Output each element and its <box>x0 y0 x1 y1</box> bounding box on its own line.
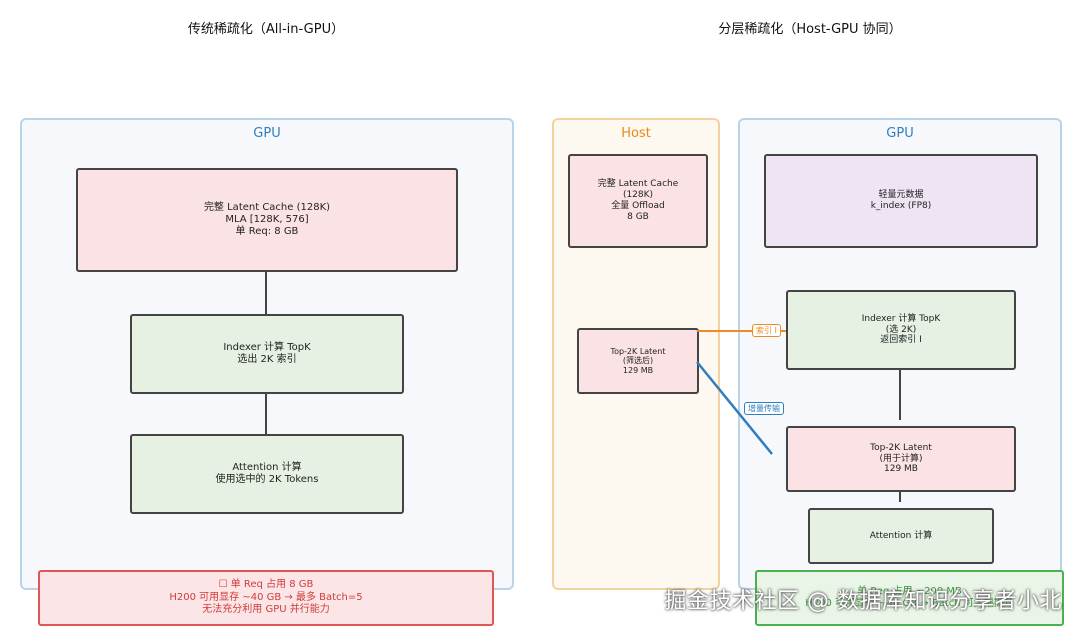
right-title: 分层稀疏化（Host-GPU 协同） <box>718 22 902 37</box>
index-tag: 索引 I <box>752 324 781 337</box>
gpu-meta-line1: 轻量元数据 <box>878 190 924 201</box>
left-note-line1: ☐ 单 Req 占用 8 GB <box>218 579 314 591</box>
left-title: 传统稀疏化（All-in-GPU） <box>187 22 345 37</box>
left-note-line3: 无法充分利用 GPU 并行能力 <box>202 604 330 616</box>
gpu-topk-line3: 129 MB <box>884 464 918 475</box>
host-cache-line2: (128K) <box>622 190 654 201</box>
host-topk-line3: 129 MB <box>622 365 654 375</box>
left-attention-line2: 使用选中的 2K Tokens <box>215 474 319 485</box>
host-cache-line4: 8 GB <box>627 211 649 222</box>
left-attention-box: Attention 计算 使用选中的 2K Tokens <box>130 434 404 514</box>
watermark: 掘金技术社区 @ 数据库知识分享者小北 <box>664 589 1062 614</box>
host-cache-line1: 完整 Latent Cache <box>597 179 679 190</box>
left-note-box: ☐ 单 Req 占用 8 GB H200 可用显存 ~40 GB → 最多 Ba… <box>38 570 494 626</box>
gpu-indexer-line3: 返回索引 I <box>880 335 922 346</box>
gpu-attention-line1: Attention 计算 <box>869 530 933 541</box>
left-connector-1 <box>265 270 267 314</box>
gpu-topk-line1: Top-2K Latent <box>870 442 932 453</box>
host-topk-line1: Top-2K Latent <box>610 346 666 356</box>
gpu-meta-line2: k_index (FP8) <box>870 201 932 211</box>
host-label: Host <box>621 126 651 141</box>
left-connector-2 <box>265 392 267 434</box>
gpu-indexer-box: Indexer 计算 TopK (选 2K) 返回索引 I <box>786 290 1016 370</box>
host-topk-box: Top-2K Latent (筛选后) 129 MB <box>577 328 699 394</box>
left-cache-box: 完整 Latent Cache (128K) MLA [128K, 576] 单… <box>76 168 458 272</box>
gpu-topk-box: Top-2K Latent (用于计算) 129 MB <box>786 426 1016 492</box>
transfer-tag: 增量传输 <box>744 402 784 415</box>
right-gpu-label: GPU <box>886 126 914 141</box>
host-topk-line2: (筛选后) <box>622 356 654 366</box>
right-note-box: 单 Req 占用 ~200 MB H200 可用显存 ~40 GB → Batc… <box>755 570 1064 626</box>
left-indexer-box: Indexer 计算 TopK 选出 2K 索引 <box>130 314 404 394</box>
left-cache-line2: MLA [128K, 576] <box>225 214 309 225</box>
left-cache-line3: 单 Req: 8 GB <box>235 226 299 237</box>
left-indexer-line2: 选出 2K 索引 <box>237 354 297 365</box>
gpu-connector-1 <box>899 368 901 420</box>
left-indexer-line1: Indexer 计算 TopK <box>223 342 311 353</box>
gpu-topk-line2: (用于计算) <box>879 453 923 464</box>
right-note-line2: H200 可用显存 ~40 GB → Batch 可大幅提升 <box>805 598 1014 609</box>
gpu-meta-box: 轻量元数据 k_index (FP8) <box>764 154 1038 248</box>
gpu-connector-2 <box>899 490 901 502</box>
host-cache-line3: 全量 Offload <box>611 201 665 211</box>
gpu-attention-box: Attention 计算 <box>808 508 994 564</box>
left-cache-line1: 完整 Latent Cache (128K) <box>203 202 331 213</box>
gpu-indexer-line2: (选 2K) <box>885 324 917 335</box>
right-note-line1: 单 Req 占用 ~200 MB <box>857 585 962 597</box>
host-cache-box: 完整 Latent Cache (128K) 全量 Offload 8 GB <box>568 154 708 248</box>
left-attention-line1: Attention 计算 <box>232 462 302 473</box>
left-gpu-label: GPU <box>253 126 281 141</box>
gpu-indexer-line1: Indexer 计算 TopK <box>861 313 941 324</box>
left-note-line2: H200 可用显存 ~40 GB → 最多 Batch=5 <box>169 591 363 603</box>
